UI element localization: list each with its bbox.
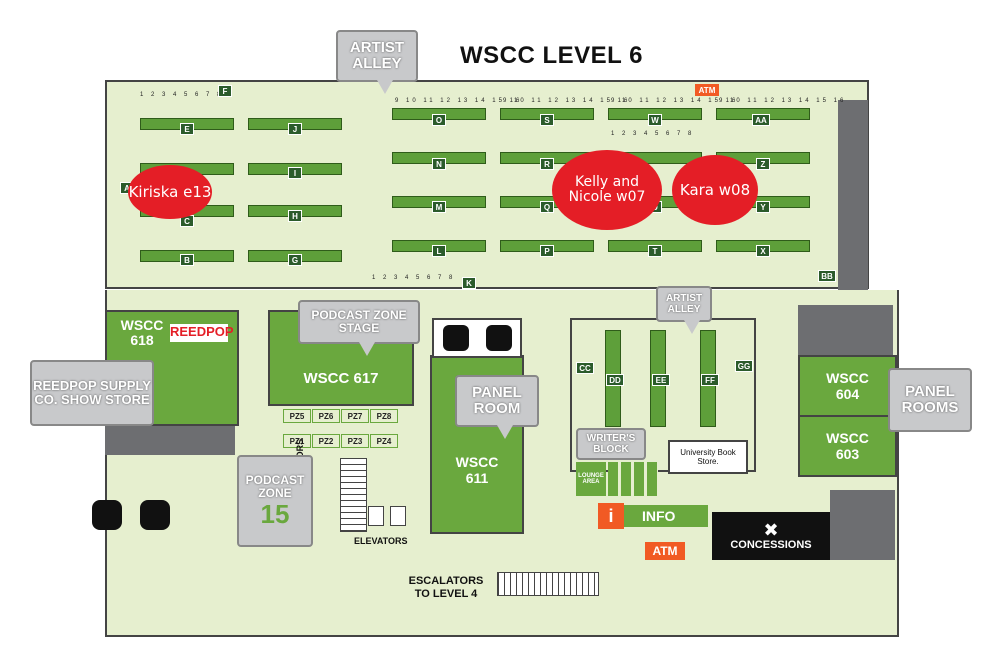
callout-podcast-zone-stage: PODCAST ZONE STAGE (298, 300, 420, 356)
podcast-booth-pz2[interactable]: PZ2 (312, 434, 340, 448)
booth-numbers-w-bottom: 1 2 3 4 5 6 7 8 (611, 131, 695, 137)
row-label-bb: BB (818, 270, 836, 282)
callout-panel-room: PANEL ROOM (455, 375, 539, 439)
annotation-kara: Kara w08 (672, 155, 758, 225)
row-label-i: I (288, 167, 302, 179)
university-book-store[interactable]: University Book Store. (668, 440, 748, 474)
room-wscc-604-label: WSCC 604 (826, 370, 869, 402)
row-label-j: J (288, 123, 302, 135)
wall-block-bottom-right (830, 490, 895, 560)
podcast-booth-pz4[interactable]: PZ4 (370, 434, 398, 448)
room-wscc-618-label: WSCC 618 (120, 317, 164, 349)
restroom-icon (485, 325, 512, 351)
row-label-r: R (540, 158, 554, 170)
restroom-icon (442, 325, 469, 351)
row-label-g: G (288, 254, 302, 266)
room-wscc-603[interactable]: WSCC 603 (798, 415, 897, 477)
booth-numbers-k: 1 2 3 4 5 6 7 8 (372, 275, 456, 281)
escalators-to-level-4 (497, 572, 599, 596)
wall-block-left (105, 425, 235, 455)
row-label-ee: EE (652, 374, 670, 386)
row-label-f: F (218, 85, 232, 97)
callout-panel-rooms: PANEL ROOMS (888, 368, 972, 432)
booth-numbers-aa-top: 9 10 11 12 13 14 15 16 (719, 98, 847, 104)
callout-podcast-zone: PODCAST ZONE 15 (237, 455, 313, 547)
elevators-label: ELEVATORS (354, 536, 408, 546)
restroom-icon-left-1 (92, 500, 122, 530)
row-label-n: N (432, 158, 446, 170)
writers-block-desks (608, 462, 658, 496)
row-label-ff: FF (701, 374, 719, 386)
info-label: INFO (642, 508, 676, 524)
lounge-area: LOUNGE AREA (576, 462, 606, 496)
utensils-icon: ✖ (763, 520, 779, 540)
map-title: WSCC LEVEL 6 (460, 42, 643, 69)
escalators-center (340, 458, 367, 532)
room-wscc-611-label: WSCC 611 (455, 453, 499, 486)
row-label-gg: GG (735, 360, 753, 372)
callout-artist-alley-small: ARTIST ALLEY (656, 286, 712, 334)
row-label-t: T (648, 245, 662, 257)
elevator-right (390, 506, 406, 526)
escalators-to-level-4-label: ESCALATORS TO LEVEL 4 (408, 575, 484, 600)
row-label-b: B (180, 254, 194, 266)
podcast-zone-logo: 15 (260, 498, 290, 529)
podcast-booth-pz7[interactable]: PZ7 (341, 409, 369, 423)
row-label-q: Q (540, 201, 554, 213)
atm-top-badge: ATM (695, 84, 719, 96)
row-label-c: C (180, 215, 194, 227)
wall-block-right (838, 100, 868, 290)
info-desk[interactable]: i INFO (598, 503, 708, 529)
podcast-booth-pz8[interactable]: PZ8 (370, 409, 398, 423)
elevator-left (368, 506, 384, 526)
restroom-icon-left-2 (140, 500, 170, 530)
row-label-aa: AA (752, 114, 770, 126)
row-label-o: O (432, 114, 446, 126)
booth-numbers-o-top: 9 10 11 12 13 14 15 16 (395, 98, 523, 104)
concessions-label: CONCESSIONS (730, 539, 812, 551)
row-label-w: W (648, 114, 662, 126)
row-label-y: Y (756, 201, 770, 213)
row-label-p: P (540, 245, 554, 257)
row-label-cc: CC (576, 362, 594, 374)
callout-podcast-zone-label: PODCAST ZONE (245, 472, 305, 500)
podcast-booth-pz5[interactable]: PZ5 (283, 409, 311, 423)
row-label-m: M (432, 201, 446, 213)
row-label-x: X (756, 245, 770, 257)
row-label-dd: DD (606, 374, 624, 386)
row-label-h: H (288, 210, 302, 222)
atm-bottom-badge: ATM (645, 542, 685, 560)
booth-numbers-w-top: 9 10 11 12 13 14 15 16 (611, 98, 739, 104)
row-label-k: K (462, 277, 476, 289)
room-wscc-604[interactable]: WSCC 604 (798, 355, 897, 417)
podcast-booth-pz3[interactable]: PZ3 (341, 434, 369, 448)
callout-reedpop-supply: REEDPOP SUPPLY CO. SHOW STORE (30, 360, 154, 426)
row-label-z: Z (756, 158, 770, 170)
row-label-s: S (540, 114, 554, 126)
callout-artist-alley-top: ARTIST ALLEY (336, 30, 418, 94)
podcast-booth-pz1[interactable]: PZ1 (283, 434, 311, 448)
row-label-e: E (180, 123, 194, 135)
row-label-l: L (432, 245, 446, 257)
booth-numbers-f: 1 2 3 4 5 6 7 8 (140, 92, 224, 98)
booth-numbers-s-top: 9 10 11 12 13 14 15 16 (503, 98, 631, 104)
room-wscc-617-label: WSCC 617 (303, 369, 379, 387)
wall-block-right-top (798, 305, 893, 355)
room-wscc-603-label: WSCC 603 (826, 430, 869, 462)
podcast-booth-pz6[interactable]: PZ6 (312, 409, 340, 423)
annotation-kelly-nicole: Kelly and Nicole w07 (552, 150, 662, 230)
info-icon: i (598, 503, 624, 529)
concessions-banner[interactable]: ✖ CONCESSIONS (712, 512, 830, 560)
reedpop-logo: REEDPOP (170, 324, 234, 342)
callout-writers-block: WRITER'S BLOCK (576, 428, 646, 460)
restroom-icons-611 (432, 318, 522, 358)
annotation-kiriska: Kiriska e13 (128, 165, 212, 219)
